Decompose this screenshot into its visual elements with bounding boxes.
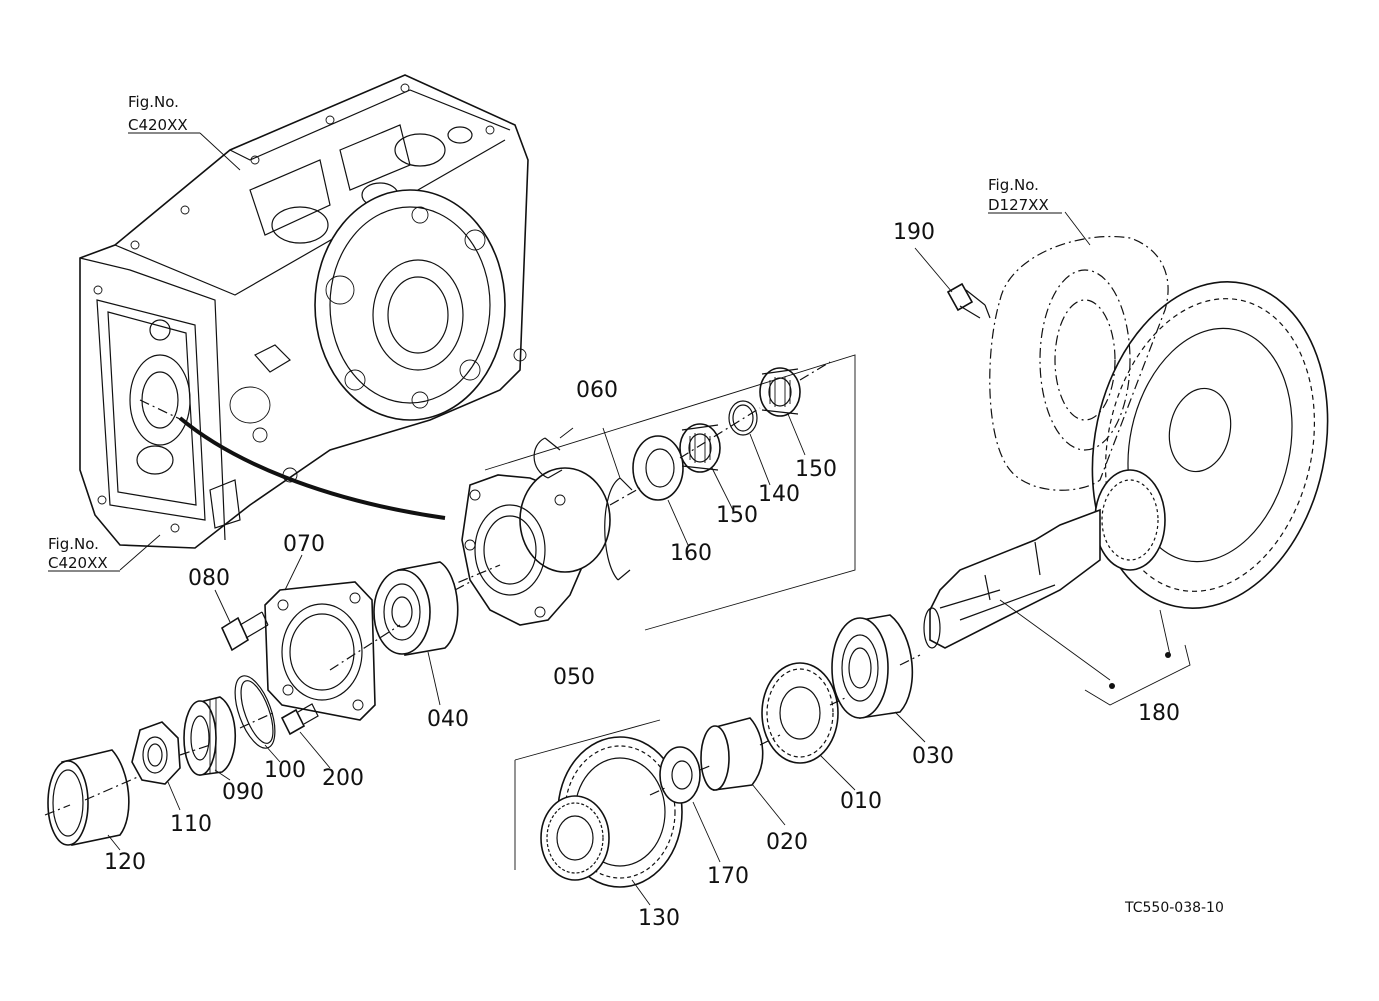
leader-070 (284, 554, 303, 591)
leader-fig-top-left (199, 132, 241, 171)
fig-ref-right-line2: D127XX (988, 196, 1049, 214)
part-060-retaining-clips (533, 437, 633, 581)
fig-ref-top-left-line2: C420XX (128, 116, 188, 134)
part-label-030: 030 (912, 744, 954, 769)
part-label-020: 020 (766, 830, 808, 855)
part-label-120: 120 (104, 850, 146, 875)
differential-case-reference (989, 235, 1169, 491)
part-030-ball-bearing (831, 614, 914, 719)
leader-fig-mid-left (119, 534, 161, 571)
part-010-gear (761, 662, 839, 764)
leader-100 (264, 744, 281, 763)
part-label-170: 170 (707, 864, 749, 889)
part-090-bearing (183, 696, 237, 776)
leader-170 (692, 801, 721, 863)
part-label-080: 080 (188, 566, 230, 591)
part-label-130: 130 (638, 906, 680, 931)
part-200-plug (280, 703, 319, 736)
fig-ref-mid-left-line2: C420XX (48, 554, 108, 572)
leader-110 (167, 781, 181, 811)
part-020-sleeve (700, 717, 764, 791)
leader-080 (214, 589, 231, 623)
case-center-line (139, 399, 183, 421)
transmission-case (79, 74, 529, 549)
leader-020 (751, 783, 786, 826)
leader-090 (214, 769, 231, 781)
case-to-housing-line (178, 416, 446, 520)
leader-200 (299, 731, 331, 769)
part-120-collar (47, 749, 130, 846)
leader-040 (427, 651, 441, 706)
part-190-bolt (946, 282, 991, 319)
part-label-100: 100 (264, 758, 306, 783)
part-040-ball-bearing (373, 561, 459, 656)
part-label-180: 180 (1138, 701, 1180, 726)
part-170-thrust-washer (659, 746, 701, 804)
part-070-gasket (264, 581, 376, 721)
leader-140 (749, 433, 771, 486)
lower-assembly-axis (649, 654, 921, 796)
part-140-snap-ring (728, 400, 758, 436)
leader-150a (711, 467, 734, 511)
part-180-differential-assembly (923, 281, 1329, 706)
leader-fig-right (1064, 211, 1091, 246)
part-label-190: 190 (893, 220, 935, 245)
leader-130 (631, 879, 651, 906)
part-160-seal (632, 435, 684, 501)
leader-160 (667, 499, 689, 546)
part-050-bearing-housing (461, 467, 611, 626)
part-080-bolt (220, 611, 269, 652)
part-label-090: 090 (222, 780, 264, 805)
part-label-150-b: 150 (795, 457, 837, 482)
part-110-nut (131, 721, 181, 785)
part-label-070: 070 (283, 532, 325, 557)
leader-150b (787, 413, 806, 456)
part-label-110: 110 (170, 812, 212, 837)
leader-060 (559, 427, 621, 479)
part-label-050: 050 (553, 665, 595, 690)
part-label-200: 200 (322, 766, 364, 791)
drawing-code: TC550-038-10 (1124, 900, 1224, 916)
part-label-140: 140 (758, 482, 800, 507)
part-label-160: 160 (670, 541, 712, 566)
fig-ref-right-line1: Fig.No. (988, 176, 1039, 194)
part-150-needle-bearing-b (759, 367, 801, 417)
upper-group-frame (484, 354, 856, 631)
part-label-150-a: 150 (716, 503, 758, 528)
leader-010 (819, 754, 856, 791)
part-label-060: 060 (576, 378, 618, 403)
part-label-010: 010 (840, 789, 882, 814)
lower-group-frame (514, 719, 661, 870)
part-130-double-gear (540, 736, 683, 888)
leader-190 (914, 247, 953, 293)
part-150-needle-bearing-a (679, 423, 721, 473)
fig-ref-top-left-line1: Fig.No. (128, 93, 179, 111)
part-100-circlip (234, 675, 276, 749)
fig-ref-mid-left-line1: Fig.No. (48, 535, 99, 553)
leader-120 (107, 834, 121, 851)
leader-030 (894, 711, 926, 743)
left-assembly-axis (44, 581, 471, 816)
part-label-040: 040 (427, 707, 469, 732)
